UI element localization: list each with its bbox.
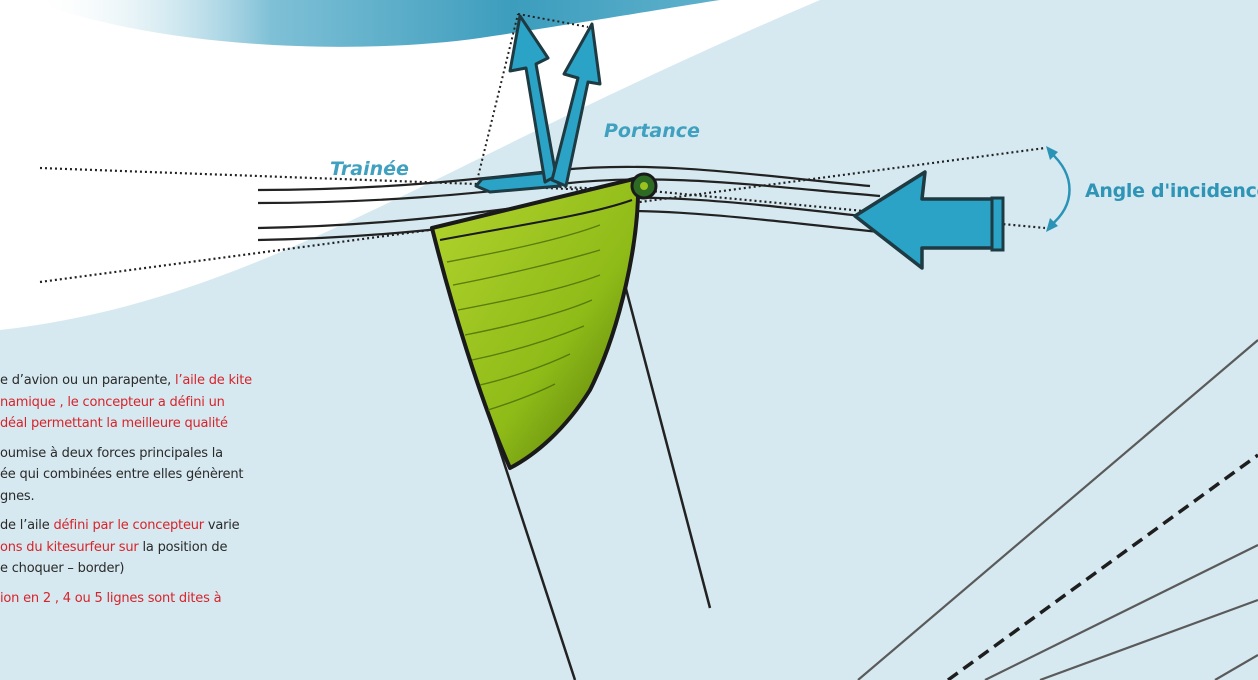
body-text: oumise à deux forces principales la — [0, 445, 223, 461]
explanation-text: e d’avion ou un parapente, l’aile de kit… — [0, 370, 322, 609]
kite-wing — [430, 176, 641, 470]
pivot-point — [630, 172, 658, 200]
body-text: la position de — [138, 539, 228, 555]
highlighted-text: ons du kitesurfeur sur — [0, 539, 139, 555]
text-line: ons du kitesurfeur sur la position de — [0, 537, 322, 559]
lift-arrow — [550, 22, 602, 188]
text-line: e d’avion ou un parapente, l’aile de kit… — [0, 370, 322, 392]
text-line: namique , le concepteur a défini un — [0, 392, 322, 414]
force-arrows — [474, 14, 602, 194]
text-line: e choquer – border) — [0, 558, 322, 580]
body-text: gnes. — [0, 488, 35, 504]
wind-arrow — [853, 170, 1005, 270]
highlighted-text: ion en 2 , 4 ou 5 lignes sont dites à — [0, 590, 222, 606]
text-line: de l’aile défini par le concepteur varie — [0, 515, 322, 537]
body-text: e choquer – border) — [0, 561, 125, 576]
top-blue-band — [30, 0, 720, 47]
body-text: varie — [203, 518, 240, 533]
highlighted-text: l’aile de kite — [175, 373, 252, 388]
text-line: déal permettant la meilleure qualité — [0, 413, 322, 435]
paragraph-1: e d’avion ou un parapente, l’aile de kit… — [0, 370, 322, 435]
highlighted-text: déal permettant la meilleure qualité — [0, 416, 228, 431]
paragraph-2: oumise à deux forces principales la ée qu… — [0, 443, 322, 508]
highlighted-text: défini par le concepteur — [53, 518, 204, 533]
body-text: de l’aile — [0, 518, 54, 533]
text-line: ion en 2 , 4 ou 5 lignes sont dites à — [0, 588, 322, 610]
paragraph-3: de l’aile défini par le concepteur varie… — [0, 515, 322, 580]
highlighted-text: namique , le concepteur a défini un — [0, 394, 225, 410]
drag-label: Trainée — [330, 158, 409, 180]
text-line: ée qui combinées entre elles génèrent — [0, 464, 322, 486]
kite-lines — [857, 339, 1258, 680]
resultant-arrow — [508, 14, 558, 184]
drag-arrow — [474, 170, 562, 194]
dashed-line — [946, 453, 1258, 680]
text-line: gnes. — [0, 486, 322, 508]
body-text: e d’avion ou un parapente, — [0, 373, 176, 388]
text-line: oumise à deux forces principales la — [0, 443, 322, 465]
wing-lines — [488, 284, 712, 680]
paragraph-4: ion en 2 , 4 ou 5 lignes sont dites à — [0, 588, 322, 610]
lift-label: Portance — [604, 120, 700, 142]
angle-arc — [1046, 146, 1071, 232]
angle-of-incidence-label: Angle d'incidence — [1085, 180, 1258, 202]
force-parallelogram — [475, 13, 591, 191]
body-text: ée qui combinées entre elles génèrent — [0, 467, 244, 482]
